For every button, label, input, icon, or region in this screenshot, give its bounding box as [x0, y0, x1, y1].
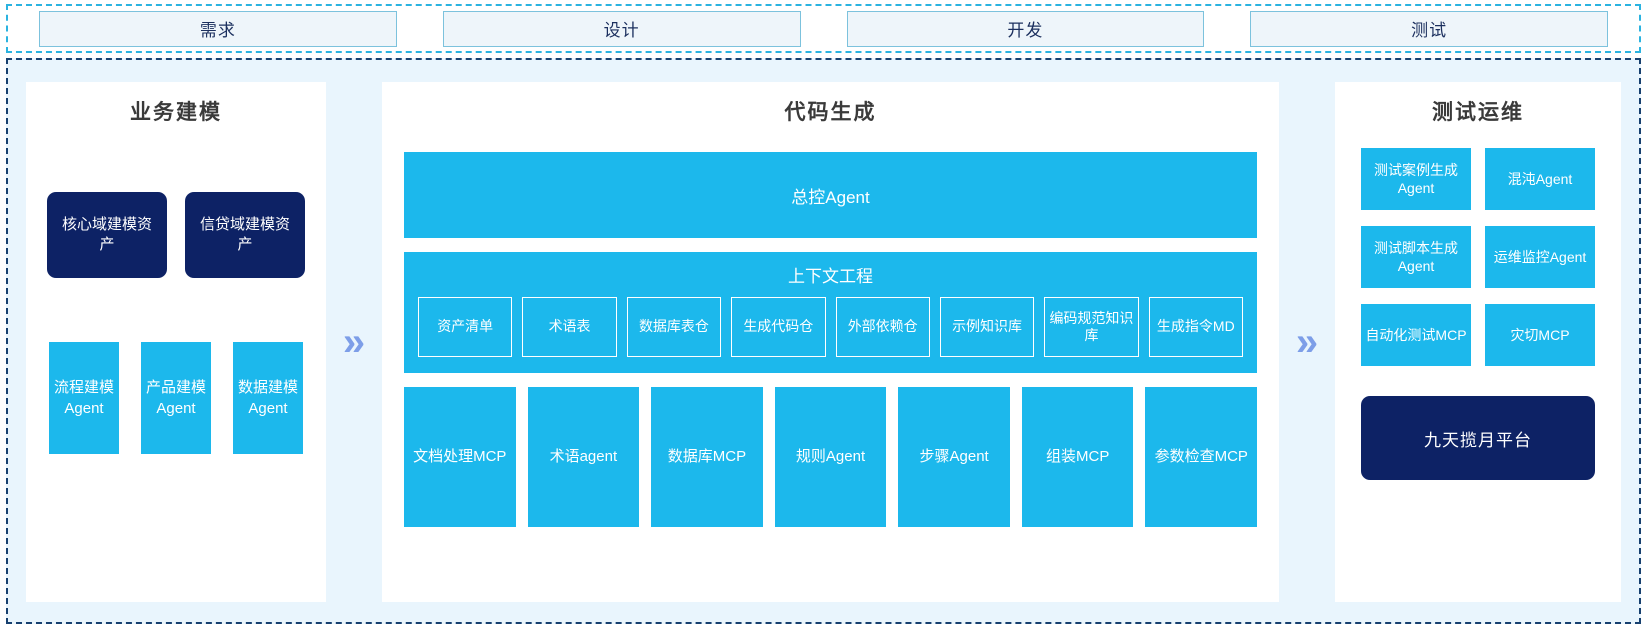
- ops-label: 测试案例生成Agent: [1374, 161, 1458, 196]
- tool-label: 组装MCP: [1046, 447, 1110, 465]
- panel-title-code-generation: 代码生成: [784, 101, 877, 124]
- panel-code-generation: 代码生成 总控Agent 上下文工程 资产清单 术语表: [382, 82, 1279, 602]
- tool-label: 规则Agent: [795, 447, 866, 465]
- agent-box-data-modeling[interactable]: 数据建模Agent: [233, 342, 303, 454]
- panel-business-modeling: 业务建模 核心域建模资产 信贷域建模资产 流程建模Agent 产品建模Agent…: [26, 82, 326, 602]
- asset-box-credit-domain[interactable]: 信贷域建模资产: [185, 192, 305, 278]
- phase-strip: 需求 设计 开发 测试: [6, 4, 1641, 53]
- chevron-right-icon-left: »: [326, 82, 382, 602]
- ops-label: 自动化测试MCP: [1365, 326, 1467, 343]
- tool-box-document-processing-mcp[interactable]: 文档处理MCP: [404, 387, 516, 527]
- agent-box-process-modeling[interactable]: 流程建模Agent: [49, 342, 119, 454]
- master-agent-label: 总控Agent: [791, 187, 870, 207]
- context-engineering-title: 上下文工程: [788, 267, 873, 286]
- phase-box-development[interactable]: 开发: [846, 10, 1205, 47]
- phase-label: 需求: [199, 21, 236, 40]
- testing-operations-grid: 测试案例生成Agent 混沌Agent 测试脚本生成Agent 运维监控Agen…: [1361, 148, 1595, 366]
- tool-box-step-agent[interactable]: 步骤Agent: [898, 387, 1010, 527]
- ops-box-test-script-generation-agent[interactable]: 测试脚本生成Agent: [1361, 226, 1471, 288]
- asset-box-core-domain[interactable]: 核心域建模资产: [47, 192, 167, 278]
- ops-box-disaster-switch-mcp[interactable]: 灾切MCP: [1485, 304, 1595, 366]
- tool-box-parameter-check-mcp[interactable]: 参数检查MCP: [1145, 387, 1258, 527]
- ops-box-operations-monitoring-agent[interactable]: 运维监控Agent: [1485, 226, 1595, 288]
- ops-label: 灾切MCP: [1510, 326, 1570, 343]
- phase-box-design[interactable]: 设计: [442, 10, 801, 47]
- tool-box-assembly-mcp[interactable]: 组装MCP: [1021, 387, 1134, 527]
- agent-box-product-modeling[interactable]: 产品建模Agent: [141, 342, 211, 454]
- context-item-label: 生成代码仓: [743, 318, 814, 335]
- agent-label: 数据建模Agent: [237, 379, 298, 417]
- asset-label: 信贷域建模资产: [199, 215, 290, 253]
- panel-title-business-modeling: 业务建模: [130, 101, 222, 124]
- tool-box-rule-agent[interactable]: 规则Agent: [774, 387, 887, 527]
- phase-label: 测试: [1411, 21, 1448, 40]
- phase-box-requirements[interactable]: 需求: [39, 10, 397, 47]
- ops-box-automated-testing-mcp[interactable]: 自动化测试MCP: [1361, 304, 1471, 366]
- context-item-coding-standard-knowledge-base[interactable]: 编码规范知识库: [1044, 297, 1139, 357]
- context-item-row: 资产清单 术语表 数据库表仓 生成代码仓 外部依赖仓: [418, 297, 1243, 357]
- tool-label: 文档处理MCP: [413, 447, 507, 465]
- ops-label: 运维监控Agent: [1493, 248, 1587, 265]
- tool-label: 参数检查MCP: [1154, 447, 1248, 465]
- ops-label: 测试脚本生成Agent: [1374, 239, 1458, 274]
- ops-box-test-case-generation-agent[interactable]: 测试案例生成Agent: [1361, 148, 1471, 210]
- agent-label: 产品建模Agent: [145, 379, 206, 417]
- platform-label: 九天揽月平台: [1424, 430, 1532, 450]
- business-asset-row: 核心域建模资产 信贷域建模资产: [47, 192, 305, 278]
- platform-box-jiutian-lanyue[interactable]: 九天揽月平台: [1361, 396, 1595, 480]
- panel-testing-operations: 测试运维 测试案例生成Agent 混沌Agent 测试脚本生成Agent 运维监…: [1335, 82, 1621, 602]
- phase-label: 设计: [603, 21, 640, 40]
- master-agent-bar[interactable]: 总控Agent: [404, 152, 1257, 238]
- ops-label: 混沌Agent: [1507, 170, 1573, 187]
- context-item-label: 示例知识库: [952, 318, 1023, 335]
- chevron-glyph: »: [1295, 320, 1319, 364]
- context-item-asset-inventory[interactable]: 资产清单: [418, 297, 513, 357]
- tool-label: 步骤Agent: [919, 447, 989, 465]
- chevron-glyph: »: [342, 320, 366, 364]
- panel-title-testing-operations: 测试运维: [1432, 101, 1524, 124]
- tool-box-row: 文档处理MCP 术语agent 数据库MCP 规则Agent 步骤Agent: [404, 387, 1258, 527]
- context-item-label: 外部依赖仓: [847, 318, 918, 335]
- context-item-generated-code-repo[interactable]: 生成代码仓: [731, 297, 826, 357]
- business-agent-row: 流程建模Agent 产品建模Agent 数据建模Agent: [49, 342, 303, 454]
- context-item-generation-instruction-md[interactable]: 生成指令MD: [1148, 297, 1243, 357]
- phase-box-testing[interactable]: 测试: [1250, 10, 1608, 47]
- context-item-label: 数据库表仓: [638, 318, 709, 335]
- context-engineering-block: 上下文工程 资产清单 术语表 数据库表仓 生成代码仓: [404, 252, 1257, 373]
- context-item-label: 编码规范知识库: [1049, 309, 1134, 344]
- context-item-glossary[interactable]: 术语表: [522, 297, 617, 357]
- tool-label: 数据库MCP: [667, 447, 747, 465]
- context-item-label: 术语表: [548, 318, 591, 335]
- context-item-label: 生成指令MD: [1156, 318, 1235, 335]
- code-generation-inner: 总控Agent 上下文工程 资产清单 术语表 数据库表仓: [382, 130, 1279, 527]
- tool-label: 术语agent: [549, 447, 618, 465]
- chevron-right-icon-right: »: [1279, 82, 1335, 602]
- context-item-label: 资产清单: [437, 318, 494, 335]
- ops-box-chaos-agent[interactable]: 混沌Agent: [1485, 148, 1595, 210]
- asset-label: 核心域建模资产: [61, 215, 152, 253]
- agent-label: 流程建模Agent: [53, 379, 114, 417]
- tool-box-database-mcp[interactable]: 数据库MCP: [651, 387, 763, 527]
- phase-label: 开发: [1007, 21, 1044, 40]
- tool-box-glossary-agent[interactable]: 术语agent: [527, 387, 640, 527]
- context-item-db-table-repo[interactable]: 数据库表仓: [626, 297, 722, 357]
- context-item-external-dependency-repo[interactable]: 外部依赖仓: [835, 297, 930, 357]
- context-item-example-knowledge-base[interactable]: 示例知识库: [939, 297, 1035, 357]
- main-architecture-area: 业务建模 核心域建模资产 信贷域建模资产 流程建模Agent 产品建模Agent…: [6, 58, 1641, 624]
